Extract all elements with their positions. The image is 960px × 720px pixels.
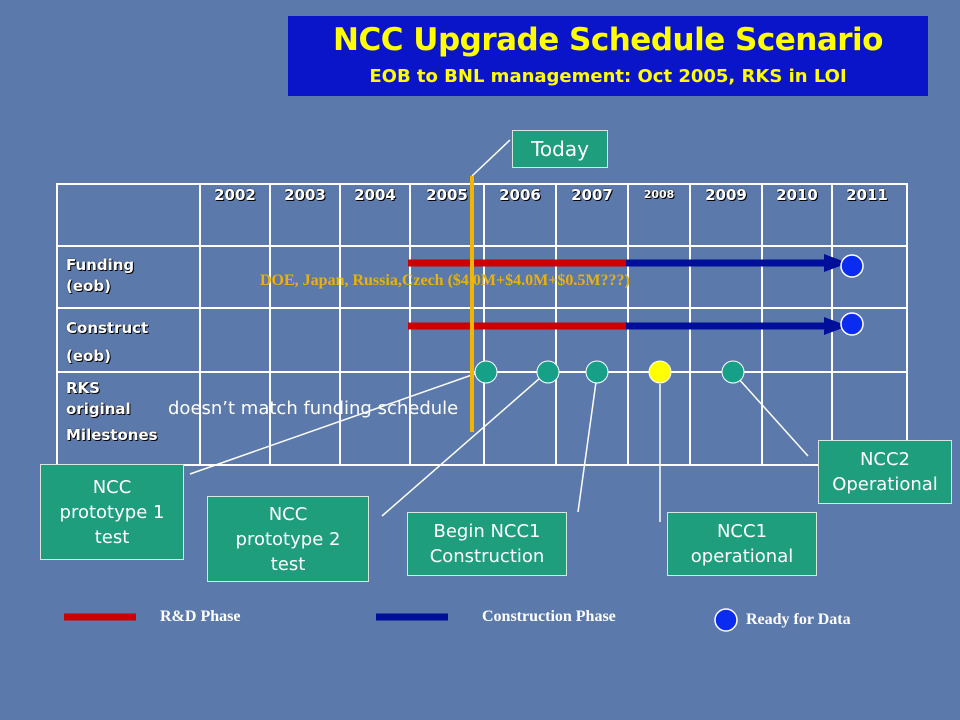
row-label-milestones: RKS original Milestones	[66, 379, 158, 444]
row-label-construct: Construct (eob)	[66, 319, 149, 365]
mismatch-note: doesn’t match funding schedule	[168, 398, 459, 419]
row-label-funding: Funding (eob)	[66, 256, 135, 295]
year-header: 2006	[499, 186, 541, 204]
callout-begin-ncc1-construction: Begin NCC1 Construction	[407, 512, 567, 576]
legend-ready-swatch	[714, 608, 738, 632]
year-header: 2002	[214, 186, 256, 204]
year-header: 2005	[426, 186, 468, 204]
milestone-ncc1-op-marker	[648, 360, 672, 384]
funding-note: DOE, Japan, Russia,Czech ($4.0M+$4.0M+$0…	[260, 272, 630, 289]
milestone-proto1-marker	[474, 360, 498, 384]
callout-ncc1-operational: NCC1 operational	[667, 512, 817, 576]
milestone-ncc2-op-marker	[721, 360, 745, 384]
construct-ready-marker	[840, 312, 864, 336]
connector-proto1	[189, 369, 487, 475]
slide-subtitle: EOB to BNL management: Oct 2005, RKS in …	[369, 66, 847, 87]
callout-ncc-prototype-1: NCC prototype 1 test	[40, 464, 184, 560]
year-header: 2008	[643, 188, 675, 201]
callout-ncc2-operational: NCC2 Operational	[818, 440, 952, 504]
year-header: 2009	[705, 186, 747, 204]
funding-ready-marker	[840, 254, 864, 278]
today-label: Today	[512, 130, 608, 168]
milestone-proto2-marker	[536, 360, 560, 384]
construct-arrowhead	[824, 317, 848, 335]
connector-proto2	[381, 377, 541, 517]
grid-border	[56, 183, 908, 466]
legend-construction-label: Construction Phase	[482, 608, 616, 625]
year-header: 2011	[846, 186, 888, 204]
year-header: 2007	[571, 186, 613, 204]
connector-ncc2-op	[737, 377, 809, 457]
callout-ncc-prototype-2: NCC prototype 2 test	[207, 496, 369, 582]
legend-rd-label: R&D Phase	[160, 608, 241, 625]
year-header: 2003	[284, 186, 326, 204]
slide-title: NCC Upgrade Schedule Scenario	[333, 22, 883, 58]
title-box: NCC Upgrade Schedule Scenario EOB to BNL…	[288, 16, 928, 96]
year-header: 2010	[776, 186, 818, 204]
year-header: 2004	[354, 186, 396, 204]
milestone-begin-ncc1-marker	[585, 360, 609, 384]
connector-today	[471, 139, 511, 177]
funding-arrowhead	[824, 254, 848, 272]
legend-ready-label: Ready for Data	[746, 611, 851, 628]
connector-begin-ncc1	[577, 381, 597, 513]
